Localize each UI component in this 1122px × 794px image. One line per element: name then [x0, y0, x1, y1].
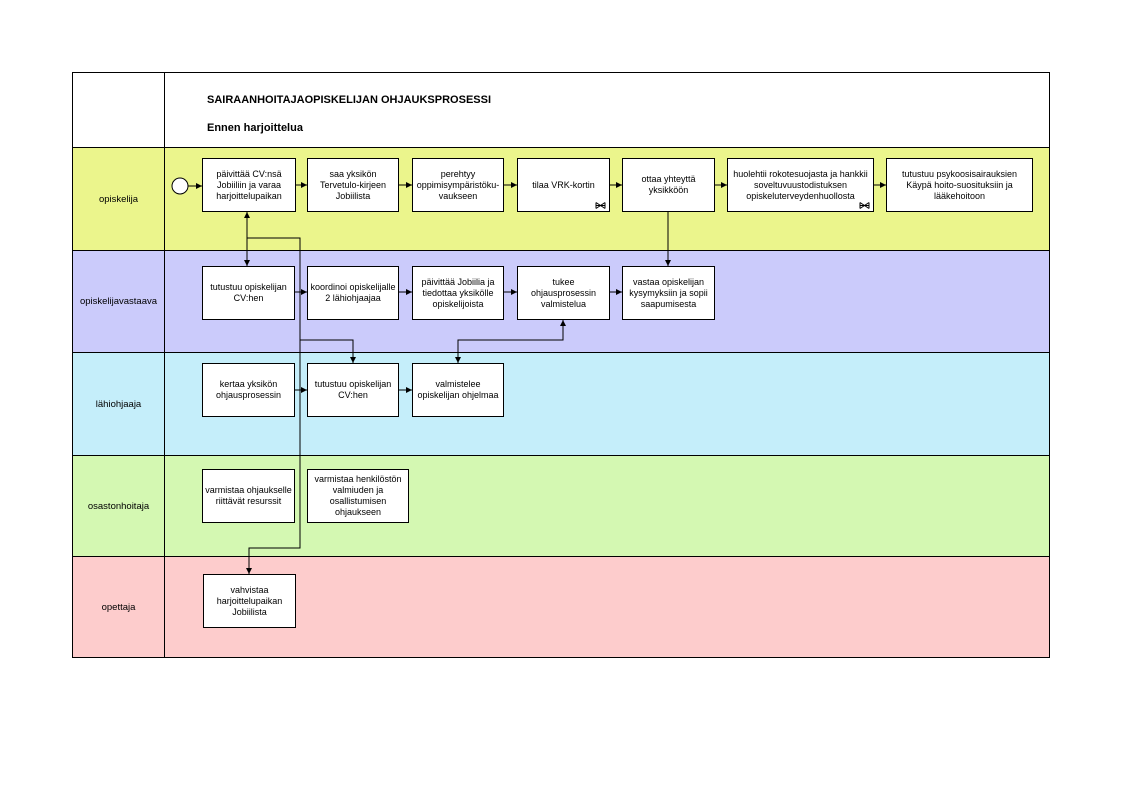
task-text: tilaa VRK-kortin: [532, 179, 595, 190]
arrow-paivittaa-cv-to-vahvistaa: [246, 237, 301, 574]
linked-process-icon: [595, 202, 606, 209]
diagram-title: SAIRAANHOITAJAOPISKELIJAN OHJAUKSPROSESS…: [207, 94, 492, 106]
task-vastaa: vastaa opiskelijan kysymyksiin ja sopii …: [622, 266, 715, 320]
diagram-subtitle: Ennen harjoittelua: [207, 122, 303, 134]
task-tervetulo-kirje: saa yksikön Tervetulo-kirjeen Jobiilista: [307, 158, 399, 212]
linked-process-icon: [859, 202, 870, 209]
task-text: päivittää CV:nsä Jobiiliin ja varaa harj…: [216, 168, 282, 201]
task-text: vahvistaa harjoittelupaikan Jobiilista: [216, 584, 283, 617]
task-text: tukee ohjausprosessin valmistelua: [530, 276, 597, 309]
task-tutustuu-cv-vastaava: tutustuu opiskelijan CV:hen: [202, 266, 295, 320]
task-text: päivittää Jobiilia ja tiedottaa yksiköll…: [421, 276, 495, 309]
task-tukee: tukee ohjausprosessin valmistelua: [517, 266, 610, 320]
task-text: ottaa yhteyttä yksikköön: [641, 174, 696, 195]
start-event: [171, 177, 189, 195]
task-koordinoi: koordinoi opiskelijalle 2 lähiohjaajaa: [307, 266, 399, 320]
task-valmistelee: valmistelee opiskelijan ohjelmaa: [412, 363, 504, 417]
task-text: kertaa yksikön ohjausprosessin: [215, 379, 282, 400]
task-paivittaa-cv: päivittää CV:nsä Jobiiliin ja varaa harj…: [202, 158, 296, 212]
lane-label: osastonhoitaja: [73, 456, 165, 556]
task-ottaa-yhteytta: ottaa yhteyttä yksikköön: [622, 158, 715, 212]
task-text: huolehtii rokotesuojasta ja hankkii sove…: [733, 168, 868, 201]
task-text: tutustuu opiskelijan CV:hen: [210, 282, 287, 303]
lane-label: opettaja: [73, 557, 165, 657]
task-paivittaa-jobiilia: päivittää Jobiilia ja tiedottaa yksiköll…: [412, 266, 504, 320]
task-perehtyy: perehtyy oppimisympäristöku-vaukseen: [412, 158, 504, 212]
task-text: koordinoi opiskelijalle 2 lähiohjaajaa: [310, 282, 396, 303]
task-resurssit: varmistaa ohjaukselle riittävät resurssi…: [202, 469, 295, 523]
task-vrk-kortti: tilaa VRK-kortin: [517, 158, 610, 212]
lane-label: opiskelijavastaava: [73, 251, 165, 352]
task-tutustuu-cv-lahiohjaaja: tutustuu opiskelijan CV:hen: [307, 363, 399, 417]
diagram-header-row: [72, 72, 1050, 148]
task-text: varmistaa henkilöstön valmiuden ja osall…: [314, 474, 402, 517]
task-text: valmistelee opiskelijan ohjelmaa: [417, 379, 499, 400]
task-henkiloston-valmius: varmistaa henkilöstön valmiuden ja osall…: [307, 469, 409, 523]
task-vahvistaa: vahvistaa harjoittelupaikan Jobiilista: [203, 574, 296, 628]
task-kaypa-hoito: tutustuu psykoosisairauksien Käypä hoito…: [886, 158, 1033, 212]
task-rokotesuoja: huolehtii rokotesuojasta ja hankkii sove…: [727, 158, 874, 212]
lane-label: lähiohjaaja: [73, 353, 165, 455]
arrow-tukee-to-valmistelee: [455, 320, 566, 363]
task-text: varmistaa ohjaukselle riittävät resurssi…: [205, 485, 292, 506]
header-corner-cell: [73, 73, 165, 147]
task-kertaa: kertaa yksikön ohjausprosessin: [202, 363, 295, 417]
task-text: saa yksikön Tervetulo-kirjeen Jobiilista: [319, 168, 387, 201]
task-text: vastaa opiskelijan kysymyksiin ja sopii …: [629, 276, 708, 309]
lane-label: opiskelija: [73, 148, 165, 250]
arrow-branch-to-lahiohjaaja-cv: [300, 339, 356, 363]
task-text: tutustuu opiskelijan CV:hen: [314, 379, 392, 400]
task-text: perehtyy oppimisympäristöku-vaukseen: [416, 168, 500, 201]
task-text: tutustuu psykoosisairauksien Käypä hoito…: [901, 168, 1018, 201]
